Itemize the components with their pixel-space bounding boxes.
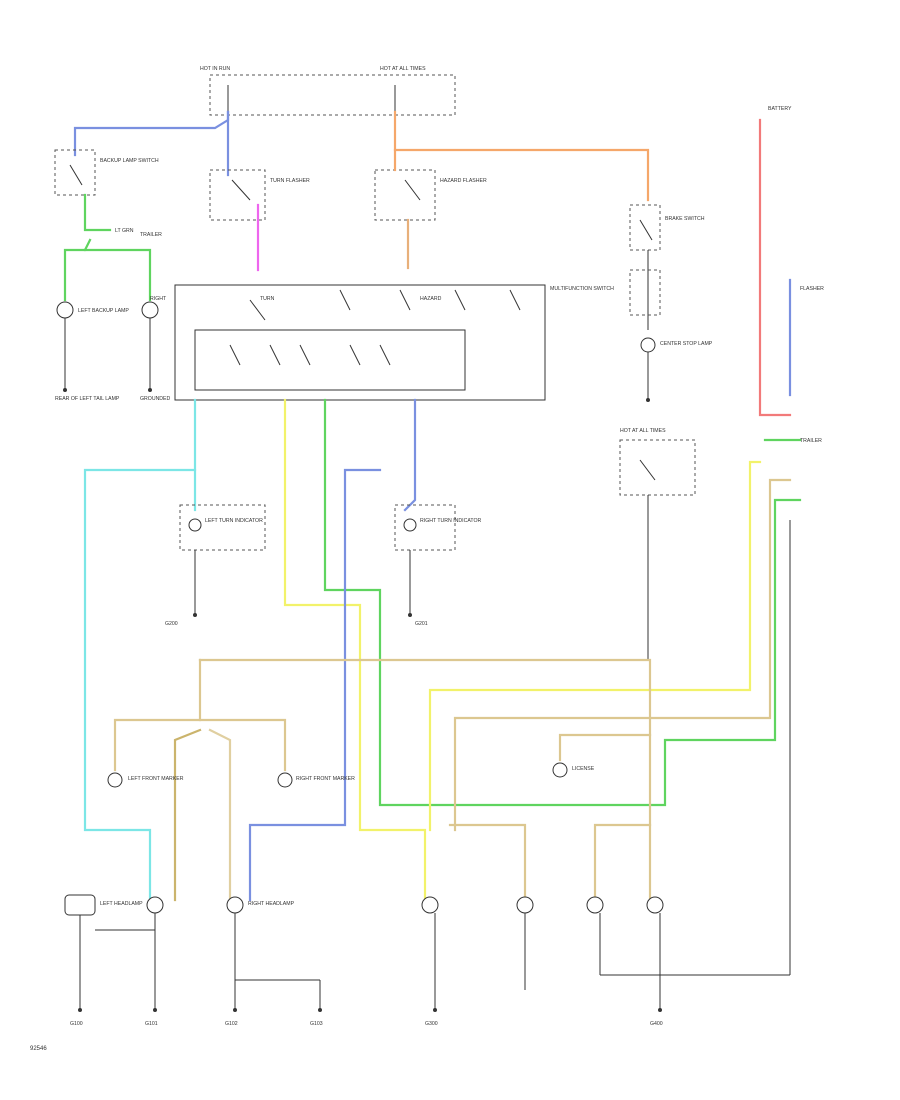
svg-text:HAZARD FLASHER: HAZARD FLASHER	[440, 178, 487, 184]
wire-blue-top	[73, 110, 230, 157]
wire-orange-top	[393, 110, 650, 202]
svg-text:LICENSE: LICENSE	[572, 766, 595, 772]
svg-text:G100: G100	[70, 1021, 83, 1027]
wire-yellow-right	[428, 460, 762, 832]
svg-text:LT GRN: LT GRN	[115, 228, 134, 234]
svg-text:G300: G300	[425, 1021, 438, 1027]
svg-text:TURN: TURN	[260, 296, 275, 302]
svg-text:LEFT TURN INDICATOR: LEFT TURN INDICATOR	[205, 518, 263, 524]
wire-blue-mid-2	[248, 468, 382, 902]
figure-id: 92546	[30, 1046, 47, 1052]
svg-text:G102: G102	[225, 1021, 238, 1027]
wire-cyan-main	[83, 398, 197, 902]
wire-blue-mid	[403, 398, 417, 512]
svg-text:RIGHT TURN INDICATOR: RIGHT TURN INDICATOR	[420, 518, 482, 524]
svg-text:RIGHT HEADLAMP: RIGHT HEADLAMP	[248, 901, 295, 907]
svg-text:TRAILER: TRAILER	[800, 438, 822, 444]
svg-text:G400: G400	[650, 1021, 663, 1027]
left-turn-indicator: LEFT TURN INDICATOR G200	[165, 504, 266, 627]
wire-green-left-2	[63, 238, 92, 302]
wire-tan-left-lamp	[173, 728, 202, 902]
svg-text:CENTER STOP LAMP: CENTER STOP LAMP	[660, 341, 713, 347]
right-turn-indicator: RIGHT TURN INDICATOR G201	[394, 504, 482, 627]
headlamp-switch: HOT AT ALL TIMES	[619, 428, 696, 660]
turn-flasher: TURN FLASHER	[209, 169, 310, 221]
svg-text:LEFT BACKUP LAMP: LEFT BACKUP LAMP	[78, 308, 129, 314]
svg-text:TURN FLASHER: TURN FLASHER	[270, 178, 310, 184]
hazard-label: HOT AT ALL TIMES	[380, 66, 426, 72]
svg-text:G200: G200	[165, 621, 178, 627]
wire-dkgreen	[323, 398, 802, 807]
svg-text:REAR OF LEFT TAIL LAMP: REAR OF LEFT TAIL LAMP	[55, 396, 120, 402]
wire-tan-left-lamp2	[208, 728, 232, 902]
svg-text:BACKUP LAMP SWITCH: BACKUP LAMP SWITCH	[100, 158, 159, 164]
wire-green-left-3	[83, 248, 152, 302]
svg-text:RIGHT: RIGHT	[150, 296, 167, 302]
svg-text:G103: G103	[310, 1021, 323, 1027]
svg-text:HAZARD: HAZARD	[420, 296, 442, 302]
svg-text:HOT AT ALL TIMES: HOT AT ALL TIMES	[620, 428, 666, 434]
hazard-flasher: HAZARD FLASHER	[374, 169, 487, 221]
wire-green-left	[83, 193, 112, 232]
brake-switch: BRAKE SWITCH CENTER STOP LAMP	[629, 204, 713, 402]
svg-text:BATTERY: BATTERY	[768, 106, 792, 112]
svg-text:RIGHT FRONT MARKER: RIGHT FRONT MARKER	[296, 776, 355, 782]
svg-text:LEFT HEADLAMP: LEFT HEADLAMP	[100, 901, 143, 907]
fuse-box-label: HOT IN RUN	[200, 66, 230, 72]
multifunction-switch: MULTIFUNCTION SWITCH TURN HAZARD	[174, 284, 614, 401]
wire-tan-bus-2	[113, 658, 202, 772]
bottom-lamps: LEFT HEADLAMP RIGHT HEADLAMP G100 G101 G…	[64, 520, 791, 1027]
svg-text:G101: G101	[145, 1021, 158, 1027]
front-marker-lamps: LEFT FRONT MARKER RIGHT FRONT MARKER LIC…	[107, 762, 595, 788]
svg-text:BRAKE SWITCH: BRAKE SWITCH	[665, 216, 705, 222]
wire-tan-rear	[448, 823, 527, 902]
svg-text:TRAILER: TRAILER	[140, 232, 162, 238]
wire-tan-right	[453, 478, 792, 832]
wire-tan-bus	[198, 658, 652, 902]
wire-red-right	[758, 118, 792, 417]
svg-text:FLASHER: FLASHER	[800, 286, 824, 292]
backup-lamps: LEFT BACKUP LAMP RIGHT REAR OF LEFT TAIL…	[55, 296, 171, 402]
wire-yellow	[283, 398, 427, 902]
wire-tan-bus-3	[198, 718, 287, 772]
svg-text:LEFT FRONT MARKER: LEFT FRONT MARKER	[128, 776, 184, 782]
svg-text:G201: G201	[415, 621, 428, 627]
backup-switch: BACKUP LAMP SWITCH	[54, 149, 159, 196]
wire-tan-center	[558, 733, 652, 762]
fuse-box: HOT IN RUN HOT AT ALL TIMES	[200, 66, 456, 116]
svg-text:MULTIFUNCTION SWITCH: MULTIFUNCTION SWITCH	[550, 286, 614, 292]
wire-tan-rear2	[593, 823, 652, 902]
svg-text:GROUNDED: GROUNDED	[140, 396, 171, 402]
